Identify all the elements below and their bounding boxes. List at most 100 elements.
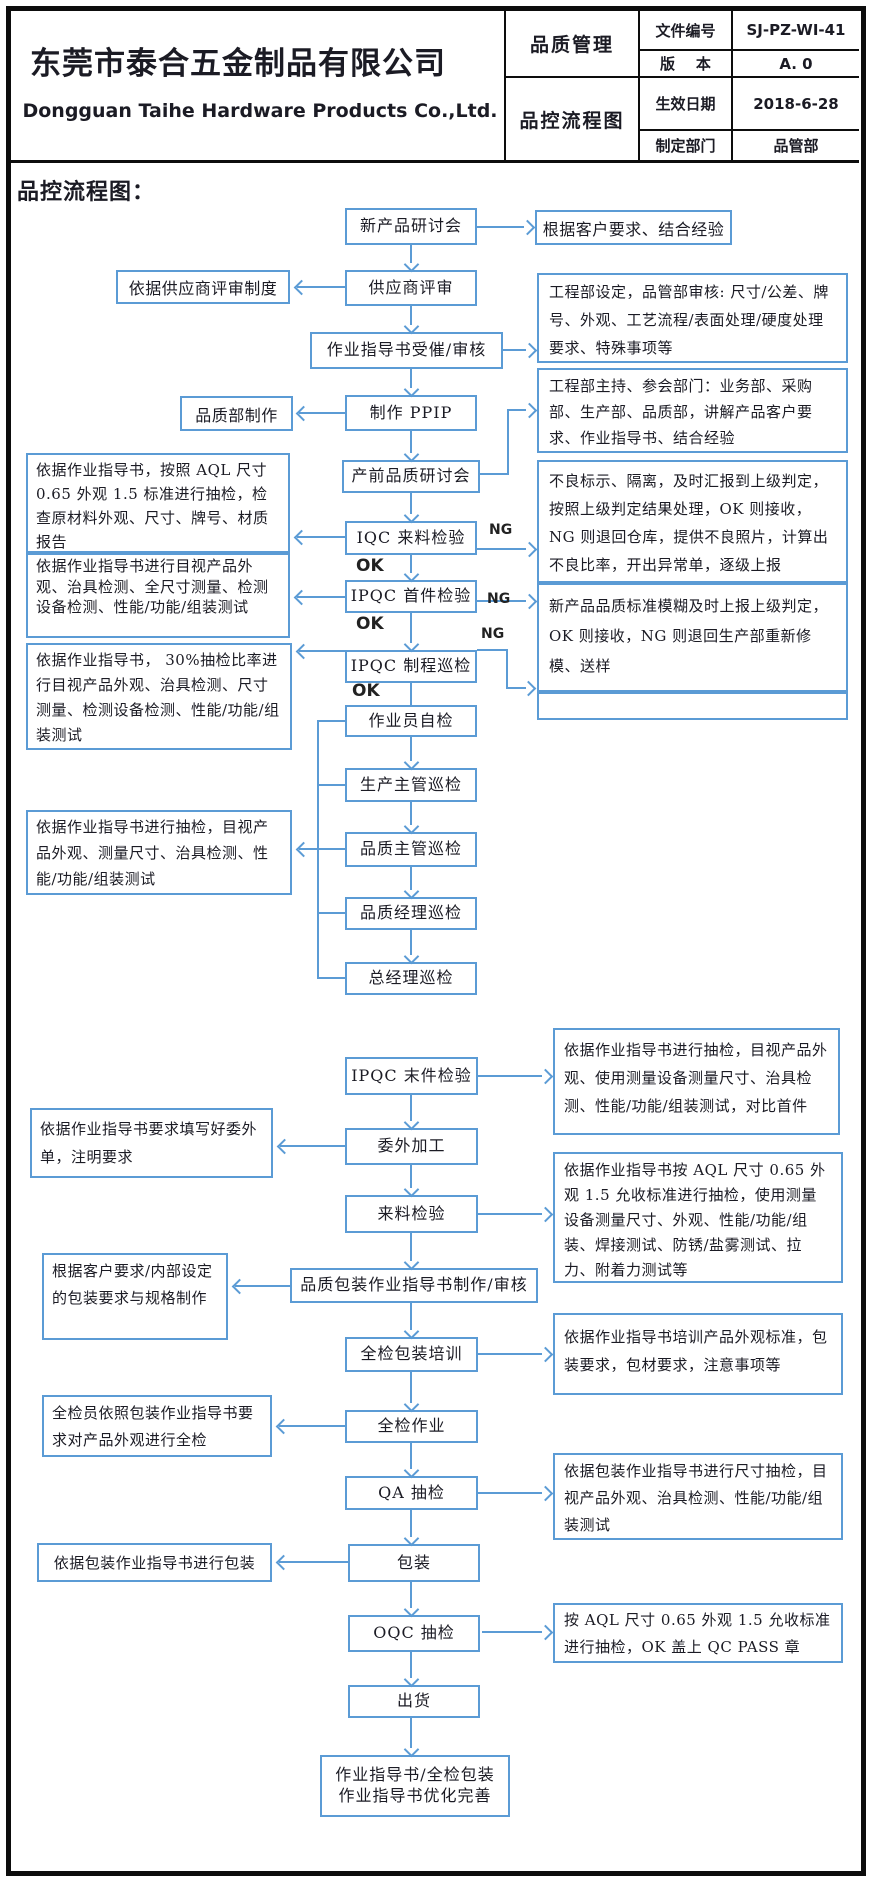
header-bottom-line — [11, 160, 859, 163]
connector-rail — [317, 720, 319, 979]
ok-label-process-patrol: OK — [352, 681, 380, 701]
flow-node-pre-production-meeting: 产前品质研讨会 — [342, 460, 480, 493]
flow-node-full-inspection-operation: 全检作业 — [345, 1410, 478, 1443]
note-right-incoming-aql: 依据作业指导书按 AQL 尺寸 0.65 外观 1.5 允收标准进行抽检，使用测… — [553, 1152, 843, 1283]
ng-label-iqc: NG — [489, 522, 513, 538]
flow-node-sop-optimization: 作业指导书/全检包装作业指导书优化完善 — [320, 1755, 510, 1817]
connector — [279, 1425, 345, 1427]
company-name-cn: 东莞市泰合五金制品有限公司 — [30, 46, 446, 82]
connector — [410, 1443, 412, 1469]
connector — [478, 1492, 542, 1494]
connector — [410, 802, 412, 825]
connector — [317, 912, 345, 914]
note-left-patrol-sampling: 依据作业指导书进行抽检，目视产品外观、测量尺寸、治具检测、性能/功能/组装测试 — [26, 810, 292, 895]
note-right-empty-box — [537, 692, 848, 720]
connector — [507, 409, 526, 411]
field-value-doc-no: SJ-PZ-WI-41 — [746, 21, 846, 39]
connector — [410, 1303, 412, 1330]
note-right-customer-requirement: 根据客户要求、结合经验 — [535, 210, 732, 245]
connector — [410, 555, 412, 573]
connector — [317, 784, 345, 786]
connector — [477, 649, 508, 651]
connector — [297, 596, 345, 598]
connector — [478, 1353, 542, 1355]
note-left-packaging-spec: 根据客户要求/内部设定的包装要求与规格制作 — [42, 1253, 228, 1340]
connector — [317, 977, 345, 979]
flow-node-ipqc-last-article: IPQC 末件检验 — [345, 1057, 478, 1095]
field-value-department: 品管部 — [773, 137, 819, 155]
connector — [299, 848, 347, 850]
note-left-full-inspection: 全检员依照包装作业指导书要求对产品外观进行全检 — [42, 1395, 272, 1457]
connector — [506, 687, 526, 689]
connector — [477, 548, 526, 550]
connector — [478, 1213, 542, 1215]
connector — [317, 720, 345, 722]
ok-label-iqc: OK — [356, 556, 384, 576]
flow-node-full-inspection-packaging-training: 全检包装培训 — [345, 1337, 478, 1372]
page-title: 品控流程图： — [17, 180, 156, 205]
connector — [477, 600, 526, 602]
connector — [410, 1165, 412, 1188]
ng-label-process-patrol: NG — [481, 626, 505, 642]
connector — [410, 245, 412, 263]
field-label-doc-no: 文件编号 — [655, 21, 716, 40]
page-border — [6, 6, 866, 1876]
flow-node-sop-review: 作业指导书受催/审核 — [310, 332, 503, 369]
flow-node-operator-self-check: 作业员自检 — [345, 705, 477, 737]
connector — [410, 1582, 412, 1608]
flow-node-incoming-inspection: 来料检验 — [345, 1195, 478, 1233]
connector — [410, 306, 412, 325]
connector — [279, 1561, 348, 1563]
connector — [410, 737, 412, 761]
flow-node-supplier-review: 供应商评审 — [345, 270, 477, 306]
connector — [410, 431, 412, 453]
connector — [507, 410, 509, 475]
connector — [299, 650, 345, 652]
note-right-training: 依据作业指导书培训产品外观标准，包装要求，包材要求，注意事项等 — [553, 1313, 843, 1395]
doc-category: 品质管理 — [529, 34, 614, 56]
note-right-first-article-ng: 新产品品质标准模糊及时上报上级判定，OK 则接收，NG 则退回生产部重新修模、送… — [537, 583, 848, 692]
field-label-version: 版 本 — [660, 55, 711, 73]
header-divider-3 — [731, 11, 733, 163]
field-label-department: 制定部门 — [655, 137, 716, 155]
field-label-effective-date: 生效日期 — [655, 95, 716, 113]
ok-label-first-article: OK — [356, 614, 384, 634]
flow-node-iqc-incoming: IQC 来料检验 — [345, 521, 477, 555]
connector — [482, 1631, 542, 1633]
header-row-line-3 — [638, 129, 859, 131]
connector — [410, 930, 412, 955]
note-right-meeting: 工程部主持、参会部门：业务部、采购部、生产部、品质部，讲解产品客户要求、作业指导… — [537, 368, 848, 453]
connector — [410, 1233, 412, 1261]
note-left-process-patrol: 依据作业指导书， 30%抽检比率进行目视产品外观、治具检测、尺寸测量、检测设备检… — [26, 643, 292, 750]
note-right-iqc-ng: 不良标示、隔离，及时汇报到上级判定，按照上级判定结果处理，OK 则接收，NG 则… — [537, 460, 848, 583]
field-value-effective-date: 2018-6-28 — [753, 94, 839, 113]
connector — [410, 867, 412, 890]
connector — [478, 1075, 542, 1077]
header-divider-2 — [638, 11, 640, 163]
flow-node-make-ppip: 制作 PPIP — [345, 395, 477, 431]
connector — [280, 1145, 345, 1147]
field-value-version: A. 0 — [779, 54, 813, 73]
flow-node-ipqc-first-article: IPQC 首件检验 — [345, 580, 477, 613]
flow-node-quality-supervisor-patrol: 品质主管巡检 — [345, 832, 477, 867]
connector — [477, 226, 524, 228]
connector — [297, 286, 345, 288]
flow-node-production-supervisor-patrol: 生产主管巡检 — [345, 768, 477, 802]
flow-node-ipqc-process-patrol: IPQC 制程巡检 — [345, 650, 477, 683]
connector — [503, 349, 526, 351]
note-right-last-article: 依据作业指导书进行抽检，目视产品外观、使用测量设备测量尺寸、治具检测、性能/功能… — [553, 1028, 840, 1135]
connector — [410, 1372, 412, 1403]
connector — [235, 1285, 290, 1287]
connector — [410, 1718, 412, 1748]
connector — [410, 1510, 412, 1537]
connector — [410, 683, 412, 707]
note-left-packaging: 依据包装作业指导书进行包装 — [37, 1543, 272, 1582]
flow-node-packaging-sop: 品质包装作业指导书制作/审核 — [290, 1268, 538, 1303]
connector — [297, 536, 345, 538]
flow-node-new-product-meeting: 新产品研讨会 — [345, 208, 477, 245]
connector — [410, 1095, 412, 1121]
header-row-line-2 — [504, 76, 859, 78]
flow-node-packaging: 包装 — [348, 1544, 480, 1582]
note-right-qa-sampling: 依据包装作业指导书进行尺寸抽检，目视产品外观、治具检测、性能/功能/组装测试 — [553, 1453, 843, 1540]
connector — [299, 412, 345, 414]
